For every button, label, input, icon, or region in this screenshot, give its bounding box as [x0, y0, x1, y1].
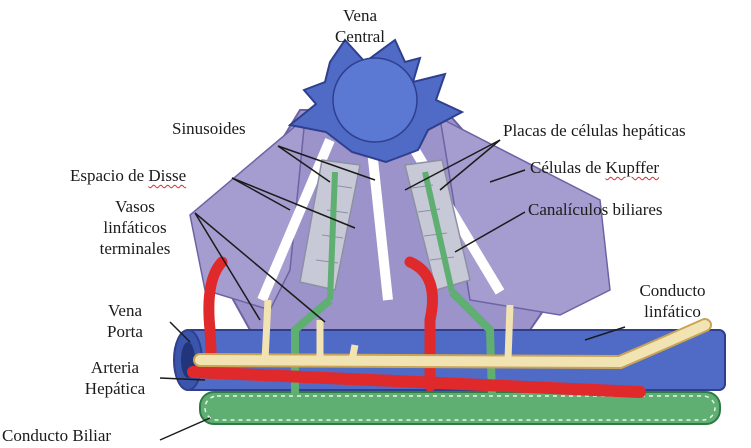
label-arteria-line1: Arteria	[70, 357, 160, 378]
label-sinusoides: Sinusoides	[172, 118, 246, 139]
label-celulas-de-kupffer: Células de Kupffer	[530, 157, 659, 178]
label-conducto-linfatico-line2: linfático	[625, 301, 720, 322]
central-vein-lumen	[333, 58, 417, 142]
label-arteria-hepatica: Arteria Hepática	[70, 357, 160, 399]
label-conducto-linfatico: Conducto linfático	[625, 280, 720, 322]
label-conducto-linfatico-line1: Conducto	[625, 280, 720, 301]
label-canaliculos-biliares: Canalículos biliares	[528, 199, 663, 220]
label-vena-central-line1: Vena	[320, 5, 400, 26]
label-arteria-line2: Hepática	[70, 378, 160, 399]
label-espacio-de-disse-underlined: Disse	[148, 166, 186, 185]
label-vasos-line1: Vasos	[85, 196, 185, 217]
label-placas-celulas-hepaticas: Placas de células hepáticas	[503, 120, 686, 141]
label-vasos-line2: linfáticos	[85, 217, 185, 238]
label-vena-porta-line2: Porta	[95, 321, 155, 342]
label-vena-porta-line1: Vena	[95, 300, 155, 321]
label-vena-porta: Vena Porta	[95, 300, 155, 342]
label-espacio-de-disse-prefix: Espacio de	[70, 166, 148, 185]
label-conducto-biliar: Conducto Biliar	[2, 425, 111, 446]
label-kupffer-underlined: Kupffer	[606, 158, 660, 177]
label-espacio-de-disse: Espacio de Disse	[70, 165, 186, 186]
label-vasos-line3: terminales	[85, 238, 185, 259]
label-vena-central-line2: Central	[320, 26, 400, 47]
label-vasos-linfaticos-terminales: Vasos linfáticos terminales	[85, 196, 185, 259]
label-vena-central: Vena Central	[320, 5, 400, 47]
label-kupffer-prefix: Células de	[530, 158, 606, 177]
